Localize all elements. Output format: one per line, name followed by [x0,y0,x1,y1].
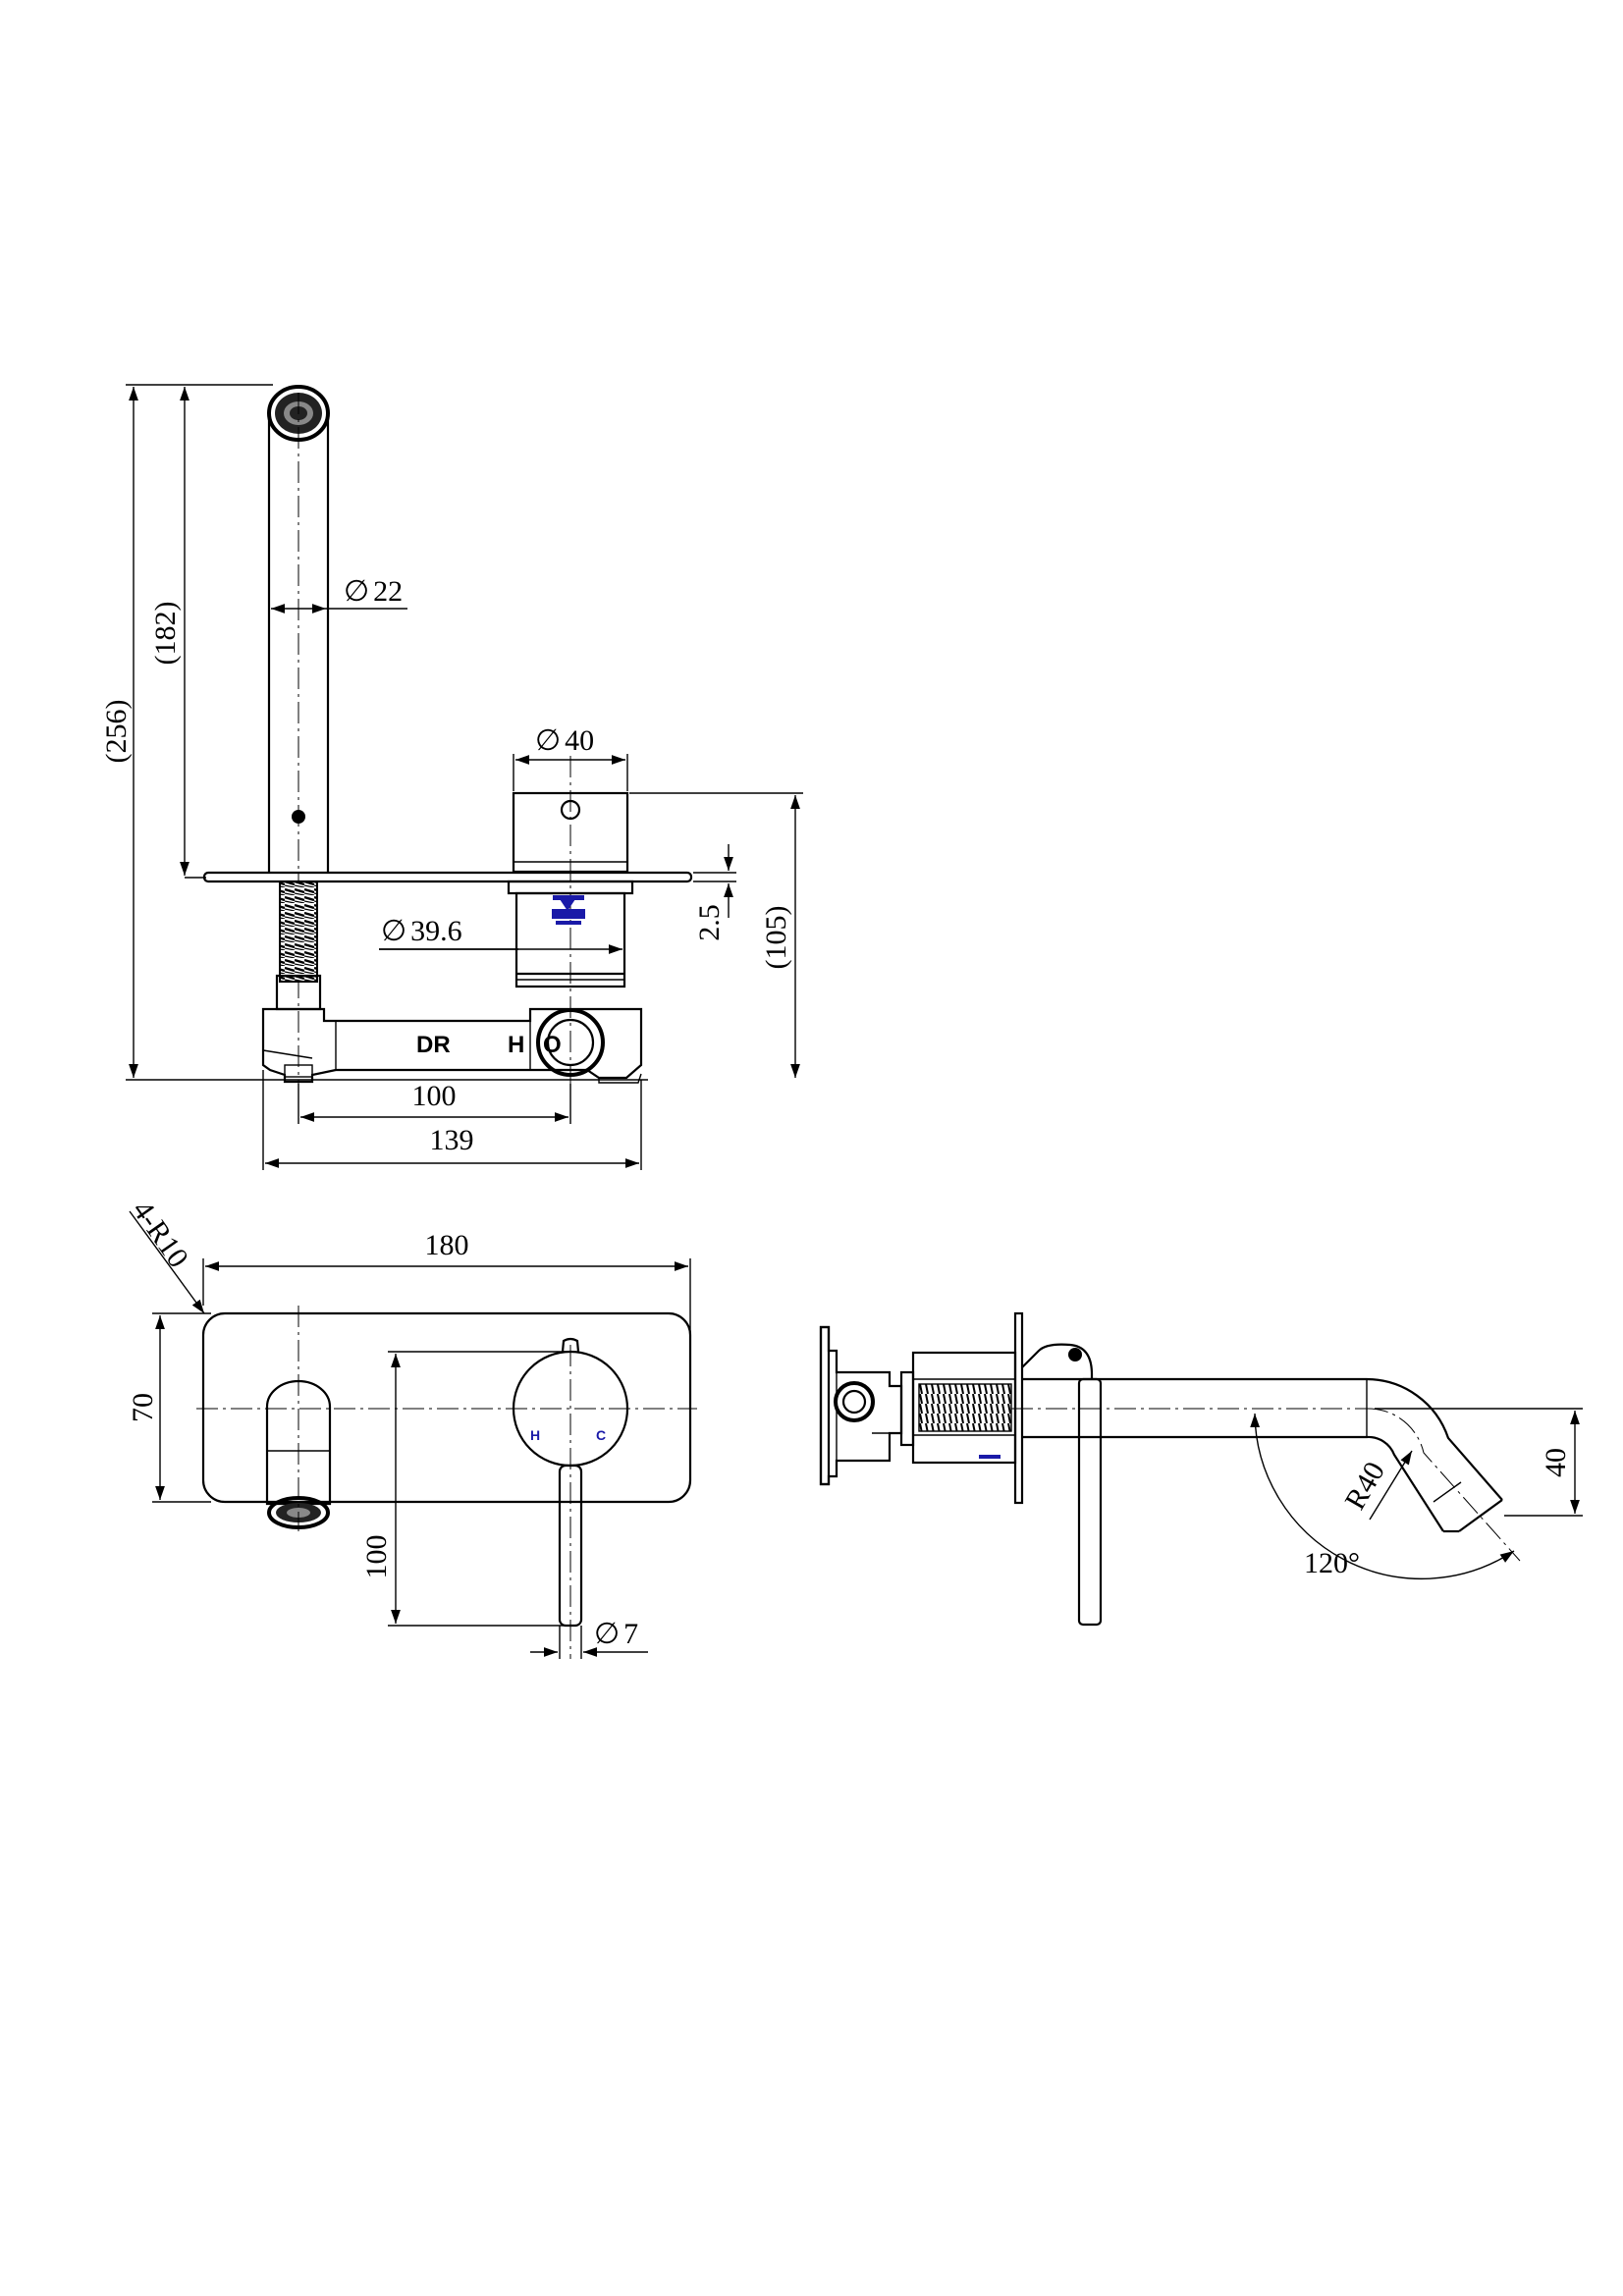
svg-text:120°: 120° [1304,1547,1360,1579]
svg-text:70: 70 [127,1393,159,1422]
svg-text:∅40: ∅40 [535,724,594,757]
spout-aerator-dot [292,810,305,824]
svg-text:180: 180 [425,1229,469,1261]
svg-text:(182): (182) [149,602,182,666]
svg-text:4-R10: 4-R10 [126,1195,194,1273]
svg-text:(256): (256) [100,700,133,764]
dim-handle-diameter: ∅40 [513,724,628,791]
svg-text:40: 40 [1540,1448,1572,1477]
plate-view: H C 4-R10 180 70 100 [126,1195,697,1659]
dim-bend-angle: 120° [1250,1413,1515,1580]
svg-text:O: O [543,1032,562,1058]
side-valve-body [819,1325,903,1486]
dim-mixer-height: (105) [629,792,803,1078]
svg-text:2.5: 2.5 [693,904,726,941]
dim-corner-radius: 4-R10 [126,1195,205,1314]
svg-text:100: 100 [360,1535,393,1579]
dim-lever-length: 100 [360,1351,565,1627]
side-spout [1022,1377,1503,1533]
valve-body: DR H O [261,1007,643,1084]
diverter-label: DR [416,1032,451,1058]
dim-outlet-spacing: 100 [298,1080,571,1124]
wall-plate [201,1311,692,1504]
dim-plate-thickness: 2.5 [693,844,736,941]
dim-plate-width: 180 [202,1229,691,1404]
svg-text:100: 100 [412,1080,457,1112]
handle-hot-label: H [530,1427,540,1443]
svg-text:R40: R40 [1338,1457,1391,1516]
dim-lever-diameter: ∅7 [530,1618,648,1659]
dim-spout-diameter: ∅22 [271,575,407,614]
cartridge-body [514,891,626,988]
side-lever [1077,1377,1103,1627]
dim-spout-length: (182) [149,387,206,879]
dim-overall-height: (256) [100,384,648,1081]
threaded-connector [279,881,318,983]
handle-cold-label: C [596,1427,606,1443]
svg-text:139: 139 [430,1124,474,1156]
dim-bend-radius: R40 [1338,1450,1413,1521]
cartridge-marking [552,895,585,925]
dim-body-diameter: ∅39.6 [379,915,622,954]
front-view: DR H O (256) (182) ∅22 ∅40 [100,384,803,1170]
hot-label: H [508,1032,524,1058]
dim-body-width: 139 [262,1070,642,1170]
svg-text:∅7: ∅7 [594,1618,638,1650]
side-spout-center-arc [1366,1408,1521,1562]
side-handle [1021,1343,1094,1379]
plate-handle: H C [512,1337,629,1659]
wall-plate-edge [202,871,693,883]
svg-text:(105): (105) [760,906,792,970]
dim-spout-drop: 40 [1375,1408,1583,1517]
svg-text:∅22: ∅22 [344,575,403,608]
side-thread [918,1383,1012,1432]
svg-text:∅39.6: ∅39.6 [381,915,462,947]
dim-plate-height: 70 [127,1312,211,1503]
side-view: R40 40 120° [819,1311,1583,1627]
